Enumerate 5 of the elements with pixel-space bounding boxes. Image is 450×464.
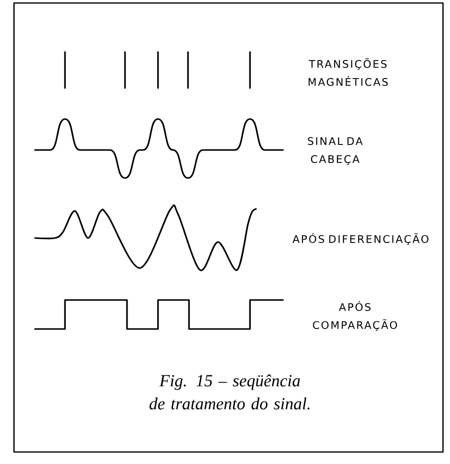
figure-caption: Fig. 15 – seqüência de tratamento do sinal. bbox=[150, 374, 310, 410]
waveform-label: TRANSIÇÕES MAGNÉTICAS bbox=[308, 58, 388, 86]
waveform-label: APÓS COMPARAÇÃO bbox=[312, 301, 398, 331]
waveform-label: SINAL DA CABEÇA bbox=[308, 137, 363, 165]
waveform-label: APÓS DIFERENCIAÇÃO bbox=[292, 233, 428, 245]
